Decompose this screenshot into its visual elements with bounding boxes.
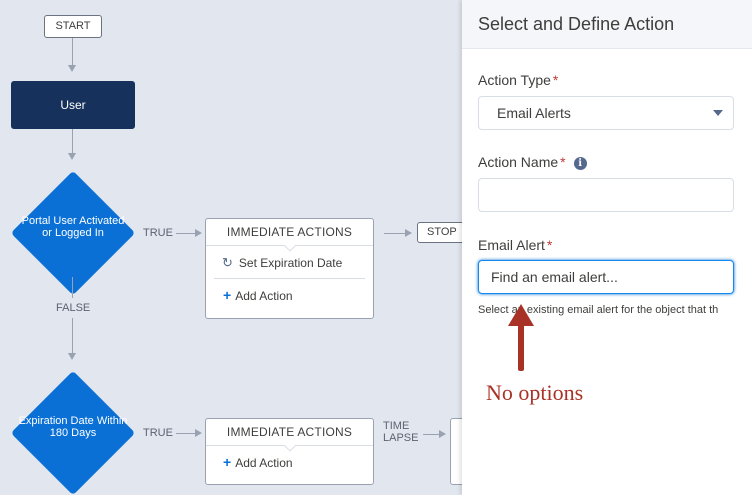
add-action-label-2: Add Action [235, 456, 293, 470]
annotation-arrow-head [508, 304, 534, 326]
action-item-label: Set Expiration Date [238, 256, 343, 270]
connector-arrow [195, 229, 202, 237]
immediate-actions-title-2: IMMEDIATE ACTIONS [226, 425, 353, 439]
action-name-input[interactable] [478, 178, 734, 212]
plus-icon: + [223, 454, 232, 470]
decision-node-1-label: Portal User Activated or Logged In [21, 215, 125, 239]
start-node: START [44, 15, 102, 38]
immediate-actions-header-2: IMMEDIATE ACTIONS [206, 419, 373, 452]
chevron-down-icon [713, 110, 723, 116]
connector-arrow [439, 430, 446, 438]
define-action-panel: Select and Define Action Action Type* Em… [462, 0, 752, 495]
true-label-2: TRUE [143, 427, 173, 439]
connector-arrow [405, 229, 412, 237]
stop-node: STOP [417, 222, 467, 243]
required-marker: * [560, 154, 566, 170]
action-type-value: Email Alerts [497, 105, 571, 121]
connector [72, 277, 73, 298]
true-label: TRUE [143, 227, 173, 239]
required-marker: * [552, 72, 559, 88]
refresh-icon: ↻ [222, 255, 233, 270]
annotation-arrow-shaft [518, 322, 524, 371]
decision-node-2-label: Expiration Date Within 180 Days [18, 415, 128, 439]
immediate-actions-title: IMMEDIATE ACTIONS [226, 225, 353, 239]
immediate-actions-header: IMMEDIATE ACTIONS [206, 219, 373, 252]
user-node[interactable]: User [11, 81, 135, 129]
email-alert-help-text: Select an existing email alert for the o… [478, 304, 719, 316]
connector [72, 129, 73, 154]
add-action-button-2[interactable]: +Add Action [206, 446, 373, 479]
connector-arrow [68, 353, 76, 360]
connector-arrow [195, 429, 202, 437]
connector-arrow [68, 65, 76, 72]
email-alert-label: Email Alert* [478, 237, 553, 253]
connector [72, 318, 73, 354]
connector [384, 233, 406, 234]
connector [176, 433, 196, 434]
plus-icon: + [223, 287, 232, 303]
email-alert-search-input[interactable] [478, 260, 734, 294]
annotation-text: No options [486, 380, 584, 405]
add-action-button[interactable]: +Add Action [206, 279, 373, 312]
add-action-label: Add Action [235, 289, 293, 303]
time-lapse-label: TIME LAPSE [383, 420, 419, 444]
false-label: FALSE [56, 302, 91, 314]
action-item[interactable]: ↻ Set Expiration Date [214, 246, 365, 279]
action-type-select[interactable]: Email Alerts [478, 96, 734, 130]
action-name-label: Action Name*i [478, 154, 587, 170]
connector [176, 233, 196, 234]
info-icon[interactable]: i [573, 157, 587, 170]
connector-arrow [68, 153, 76, 160]
panel-title: Select and Define Action [462, 0, 752, 49]
connector [423, 434, 440, 435]
connector [72, 38, 73, 66]
action-type-label: Action Type* [478, 72, 559, 88]
immediate-actions-box-1: IMMEDIATE ACTIONS ↻ Set Expiration Date +… [205, 218, 374, 319]
immediate-actions-box-2: IMMEDIATE ACTIONS +Add Action [205, 418, 374, 485]
flow-canvas: START User Portal User Activated or Logg… [10, 15, 480, 495]
required-marker: * [546, 237, 553, 253]
